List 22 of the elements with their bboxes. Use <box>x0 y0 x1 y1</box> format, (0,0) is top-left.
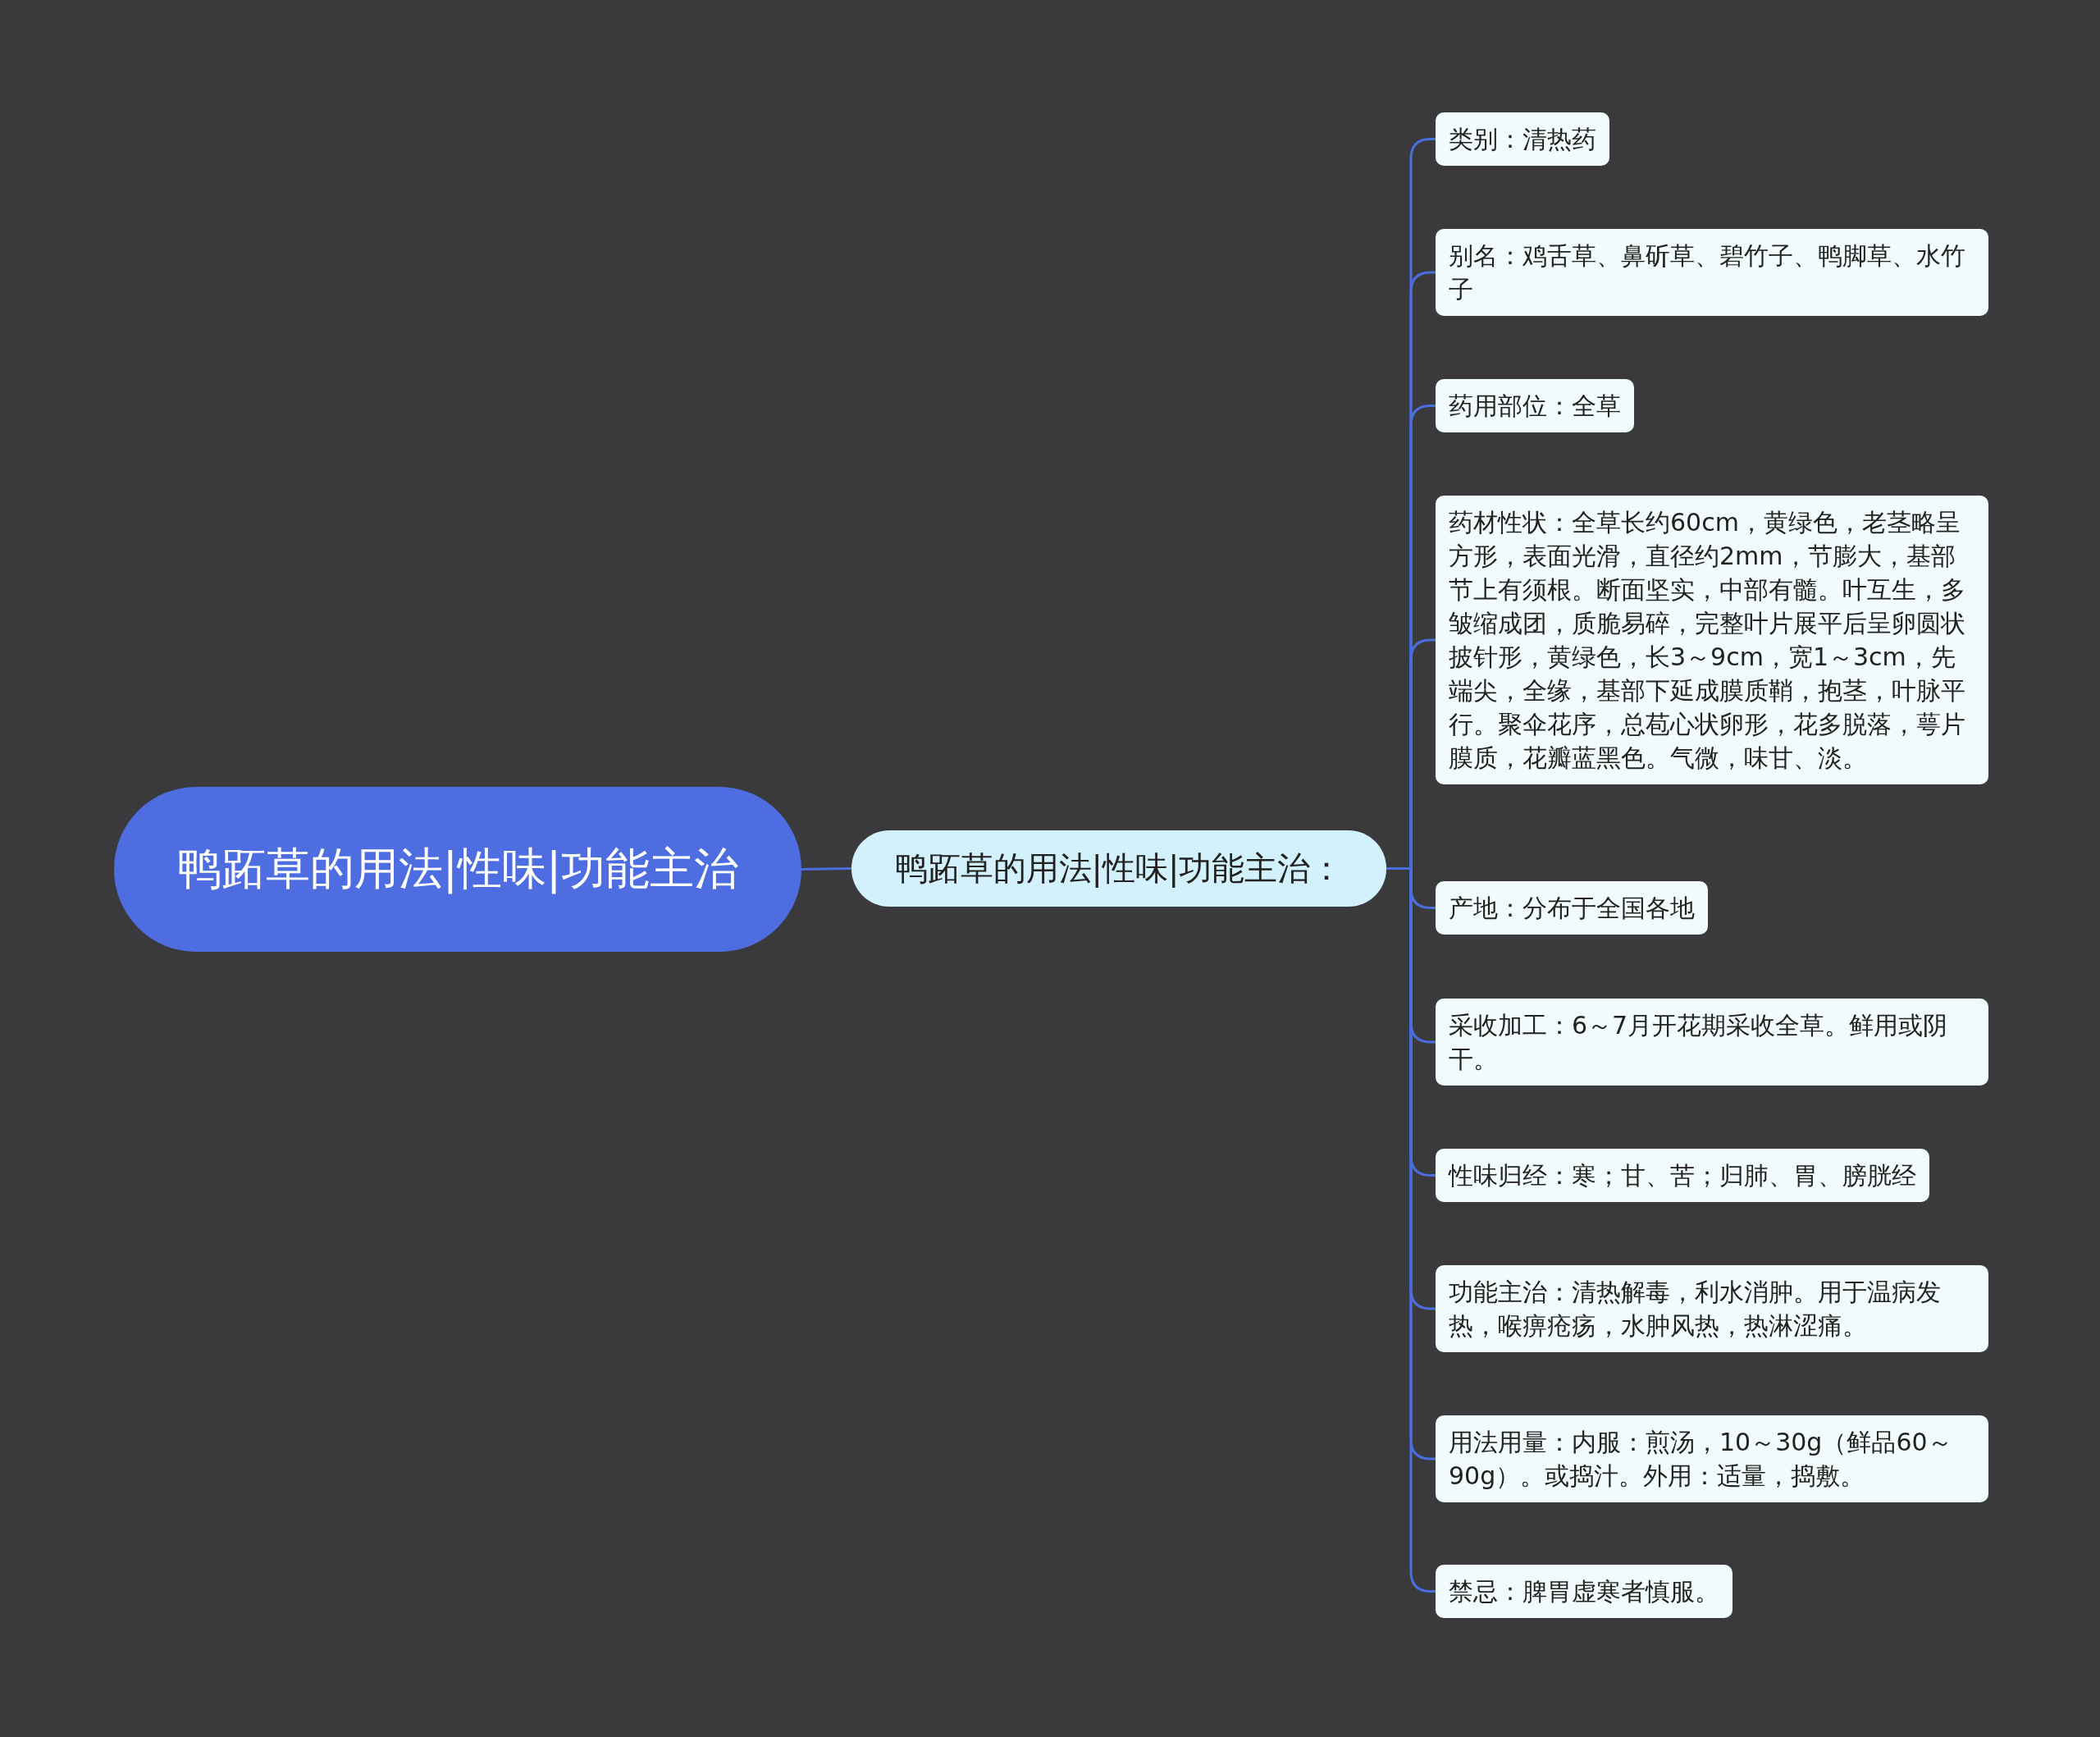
node-text: 禁忌：脾胃虚寒者慎服。 <box>1449 1576 1719 1607</box>
subtopic-card <box>1436 1265 1988 1352</box>
subtopic-card <box>1436 379 1634 432</box>
connector-line <box>801 867 852 871</box>
node-text: 鸭跖草的用法|性味|功能主治： <box>894 848 1344 889</box>
node-text: 性味归经：寒；甘、苦；归肺、胃、膀胱经 <box>1449 1160 1916 1191</box>
subtopic-card <box>1436 881 1708 935</box>
node-text: 鸭跖草的用法|性味|功能主治 <box>176 842 739 897</box>
node-text: 用法用量：内服：煎汤，10～30g（鲜品60～90g）。或捣汁。外用：适量，捣敷。 <box>1449 1427 1953 1492</box>
node-text: 药材性状：全草长约60cm，黄绿色，老茎略呈方形，表面光滑，直径约2mm，节膨大，基部节上有须根。断面坚实，中部有髓。叶互生，多皱缩成团，质脆易碎，完整叶片展平后呈卵圆状披针形，黄绿色，长3～9cm，宽1～3cm，先端尖，全缘，基部下延成膜质鞘，抱茎，叶脉平行。聚伞花序，总苞心状卵形，花多脱落，萼片膜质，花瓣蓝黑色。气微，味甘、淡。 <box>1449 507 1966 774</box>
subtopic-card <box>1436 1415 1988 1502</box>
node-text: 类别：清热药 <box>1449 124 1596 155</box>
node-text: 别名：鸡舌草、鼻斫草、碧竹子、鸭脚草、水竹子 <box>1449 240 1966 305</box>
subtopic-card <box>1436 1565 1732 1618</box>
node-text: 药用部位：全草 <box>1449 391 1621 422</box>
subtopic-card <box>1436 1149 1929 1202</box>
node-text: 功能主治：清热解毒，利水消肿。用于温病发热，喉痹疮疡，水肿风热，热淋涩痛。 <box>1449 1277 1942 1342</box>
subtopic-card <box>1436 229 1988 316</box>
node-text: 采收加工：6～7月开花期采收全草。鲜用或阴干。 <box>1449 1010 1949 1075</box>
subtopic-card <box>1436 999 1988 1086</box>
subtopic-card <box>1436 112 1609 166</box>
node-text: 产地：分布于全国各地 <box>1449 893 1695 924</box>
